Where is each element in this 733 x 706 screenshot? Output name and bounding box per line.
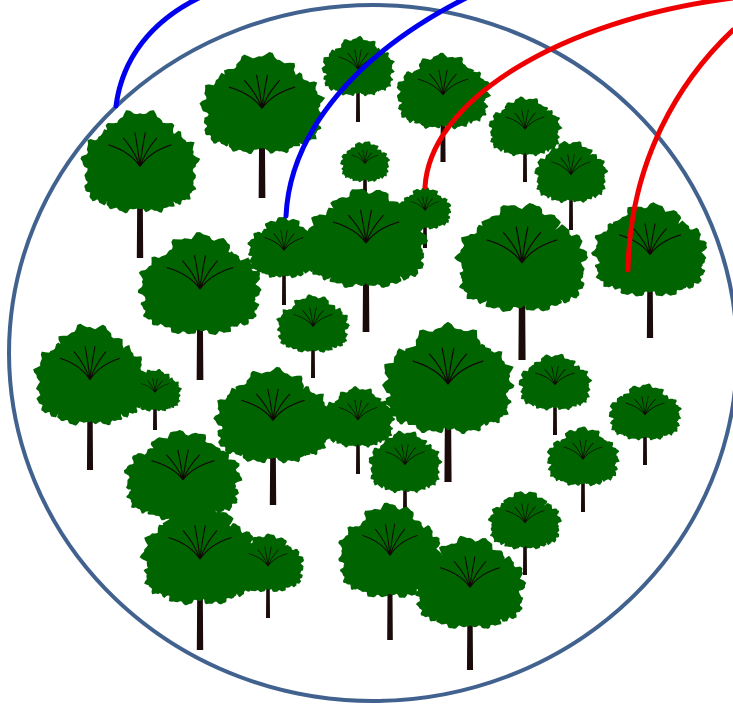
tree-icon xyxy=(591,202,707,338)
tree-icon xyxy=(199,52,325,198)
tree-icon xyxy=(33,324,146,470)
tree-icon xyxy=(276,294,350,378)
tree-icon xyxy=(369,431,443,521)
tree-icon xyxy=(519,354,593,435)
tree-icon xyxy=(138,232,262,380)
tree-icon xyxy=(547,427,620,512)
tree-icon xyxy=(397,53,491,162)
trees-group xyxy=(33,36,707,670)
tree-icon xyxy=(609,383,682,465)
tree-foliage xyxy=(322,386,395,448)
tree-foliage xyxy=(276,294,350,353)
tree-icon xyxy=(80,110,200,258)
